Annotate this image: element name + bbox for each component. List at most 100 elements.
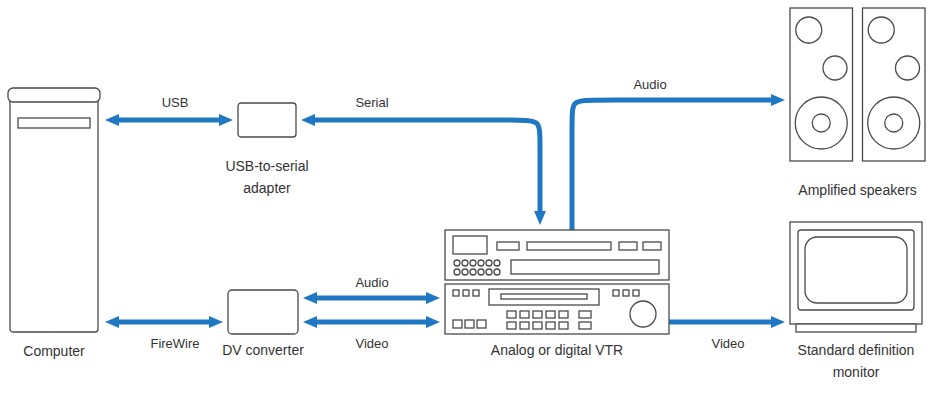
converter-box: DV converter (228, 290, 298, 334)
signal-label: FireWire (150, 336, 199, 352)
signal-arrow (310, 120, 540, 216)
adapter-box: USB-to-serial adapter (238, 103, 296, 137)
speaker-tweeter (868, 17, 894, 43)
speaker-woofer (868, 97, 920, 149)
deck-slot (501, 294, 587, 299)
node-outline (238, 103, 296, 137)
monitor-screen (805, 237, 907, 303)
speaker-pair: Amplified speakers (790, 8, 925, 161)
speaker-woofer (795, 97, 847, 149)
speaker-midrange (896, 56, 920, 80)
deck-knob (454, 260, 460, 266)
speaker-woofer-cap (812, 114, 830, 132)
deck-button (533, 322, 542, 329)
device-caption: Analog or digital VTR (447, 339, 667, 361)
deck-knob (478, 260, 484, 266)
signal-arrow (312, 296, 431, 301)
deck-knob (470, 269, 476, 275)
signal-arrow (669, 320, 776, 325)
device-caption: Amplified speakers (773, 179, 943, 201)
node-outline (228, 290, 298, 334)
deck-button (546, 311, 555, 318)
signal-label: USB (162, 95, 189, 111)
converter-body (228, 290, 298, 334)
deck-knob (486, 269, 492, 275)
cassette-slot (527, 242, 611, 250)
node-outline (8, 88, 100, 332)
deck-button (453, 290, 459, 296)
deck-button (619, 242, 637, 250)
computer-tower: Computer (8, 88, 100, 332)
signal-label: Audio (633, 77, 666, 93)
deck-button (477, 320, 486, 328)
deck-top (445, 230, 669, 280)
video-monitor: Standard definition monitor (790, 222, 922, 332)
signal-label: Video (711, 336, 744, 352)
monitor-case (790, 222, 922, 324)
signal-label: Audio (355, 275, 388, 291)
deck-button (623, 290, 629, 296)
deck-button (643, 242, 661, 250)
adapter-body (238, 103, 296, 137)
tower-body (10, 96, 98, 332)
deck-button (579, 322, 591, 329)
deck-panel (511, 260, 659, 274)
speaker-woofer-cap (885, 114, 903, 132)
jog-wheel (630, 301, 656, 327)
drive-slot (18, 118, 90, 128)
device-label: DV converter (203, 339, 323, 361)
speaker-tweeter (796, 17, 822, 43)
device-label: Analog or digital VTR (447, 339, 667, 361)
deck-display (489, 289, 599, 305)
deck-button (520, 322, 529, 329)
tower-cap (8, 88, 100, 102)
monitor-base (796, 324, 916, 332)
deck-knob (470, 260, 476, 266)
speaker-midrange (823, 56, 847, 80)
deck-button (473, 290, 479, 296)
deck-knob (478, 269, 484, 275)
device-caption: DV converter (203, 339, 323, 361)
vtr-stack: Analog or digital VTR (445, 230, 669, 334)
node-outline (790, 222, 922, 332)
node-outline (445, 230, 669, 334)
device-caption: Standard definition monitor (781, 339, 931, 383)
device-label: USB-to-serial adapter (211, 155, 323, 199)
device-caption: Computer (0, 340, 114, 362)
deck-button (579, 311, 591, 318)
deck-button (559, 311, 568, 318)
signal-arrow (312, 320, 431, 325)
signal-label: Video (355, 336, 388, 352)
device-label: Amplified speakers (773, 179, 943, 201)
deck-button (463, 290, 469, 296)
deck-knob (494, 269, 500, 275)
speaker-cabinet (863, 8, 926, 161)
speaker-cabinet (790, 8, 853, 161)
deck-knob (462, 269, 468, 275)
deck-knob (454, 269, 460, 275)
device-caption: USB-to-serial adapter (211, 155, 323, 199)
deck-button (546, 322, 555, 329)
signal-arrow (114, 118, 224, 123)
deck-button (507, 311, 516, 318)
deck-knob (494, 260, 500, 266)
deck-button (465, 320, 474, 328)
deck-knob (486, 260, 492, 266)
deck-button (633, 290, 639, 296)
signal-arrow (114, 320, 214, 325)
deck-display (453, 236, 487, 254)
deck-knob (462, 260, 468, 266)
deck-button (453, 320, 462, 328)
signal-label: Serial (355, 95, 388, 111)
deck-bottom (445, 284, 669, 334)
deck-button (520, 311, 529, 318)
node-outline (790, 8, 925, 161)
monitor-bezel (798, 230, 914, 310)
deck-button (559, 322, 568, 329)
device-label: Standard definition monitor (781, 339, 931, 383)
deck-button (533, 311, 542, 318)
signal-arrow (572, 100, 776, 230)
deck-button (507, 322, 516, 329)
deck-button (497, 242, 519, 250)
